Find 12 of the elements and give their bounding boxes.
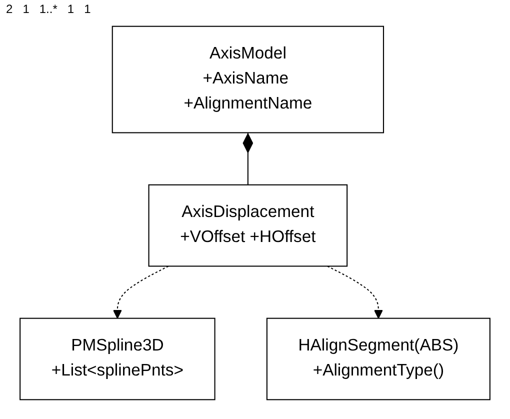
node-box: AxisDisplacement +VOffset +HOffset	[148, 184, 348, 267]
multiplicity-label: 1	[22, 2, 30, 16]
node-box: HAlignSegment(ABS) +AlignmentType()	[266, 318, 490, 400]
node-box: AxisModel +AxisName +AlignmentName	[112, 26, 384, 134]
arrow	[112, 266, 169, 319]
connector	[242, 132, 254, 185]
node-box: PMSpline3D +List<splinePnts>	[20, 318, 216, 400]
multiplicity-label: 1..*	[39, 2, 58, 16]
arrow	[327, 266, 384, 319]
multiplicity-label: 1	[84, 2, 91, 16]
multiplicity-label: 1	[67, 2, 74, 16]
multiplicity-label: 2	[6, 2, 13, 16]
